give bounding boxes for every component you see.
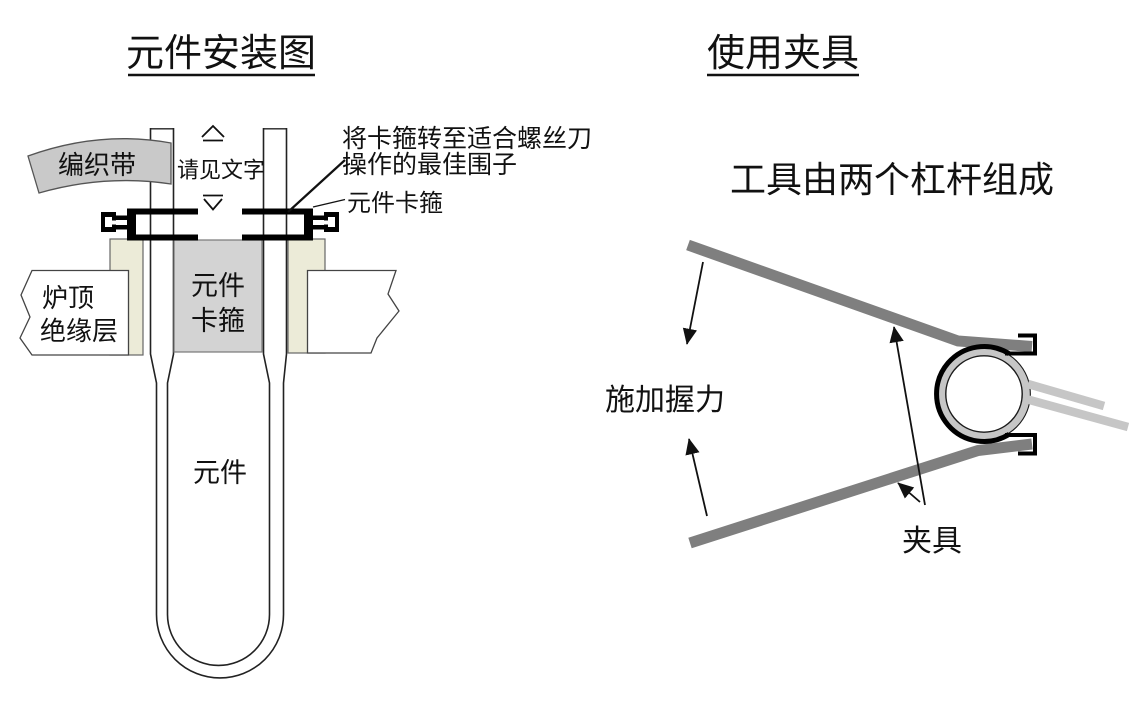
rotate-note-leader	[287, 159, 346, 213]
clamp-arrow-long	[889, 326, 926, 506]
rotate-note-line1: 将卡箍转至适合螺丝刀	[342, 125, 592, 153]
element-tube-inner	[166, 128, 271, 667]
rotate-note-line2: 操作的最佳围子	[342, 151, 517, 179]
band-tail-lower	[1024, 394, 1129, 432]
element-clamp-label: 元件卡箍	[347, 190, 443, 217]
braided-strap-label: 编织带	[58, 151, 136, 180]
band-tail-upper	[1026, 379, 1106, 411]
braided-strap	[27, 138, 172, 194]
see-text-mark-up	[201, 124, 225, 138]
insulation-label-1: 炉顶	[42, 284, 94, 313]
lever-lower	[688, 438, 1033, 549]
clamp-box-label-1: 元件	[191, 271, 245, 301]
tool-hook-top	[1005, 333, 1037, 356]
band-ring	[938, 348, 1030, 440]
grip-arrow-upper	[682, 261, 704, 345]
grip-arrow-lower	[685, 438, 708, 517]
clamp-tool-label: 夹具	[902, 525, 962, 558]
clamp-hardware-right	[242, 208, 339, 241]
see-text-label: 请见文字	[177, 158, 265, 183]
lever-upper	[686, 239, 1033, 352]
tool-hook-bottom	[1005, 433, 1037, 456]
clamp-box	[173, 239, 263, 353]
left-title: 元件安装图	[126, 33, 316, 75]
element-label: 元件	[193, 458, 247, 488]
see-text-mark-down	[203, 198, 223, 211]
clamp-box-label-2: 卡箍	[191, 306, 245, 336]
band-inner-edge	[945, 355, 1023, 433]
tool-jaw-arc	[934, 344, 1011, 444]
tool-note: 工具由两个杠杆组成	[730, 160, 1054, 200]
element-tube-outer	[149, 128, 288, 679]
roof-block-right	[306, 269, 400, 354]
clamp-hardware-left	[101, 208, 198, 241]
clamp-arrow-short	[897, 482, 921, 503]
roof-block-left	[19, 269, 130, 356]
apply-grip-label: 施加握力	[605, 384, 725, 417]
insulation-label-2: 绝缘层	[40, 317, 118, 346]
element-clamp-leader	[312, 198, 346, 208]
right-title: 使用夹具	[707, 33, 859, 75]
